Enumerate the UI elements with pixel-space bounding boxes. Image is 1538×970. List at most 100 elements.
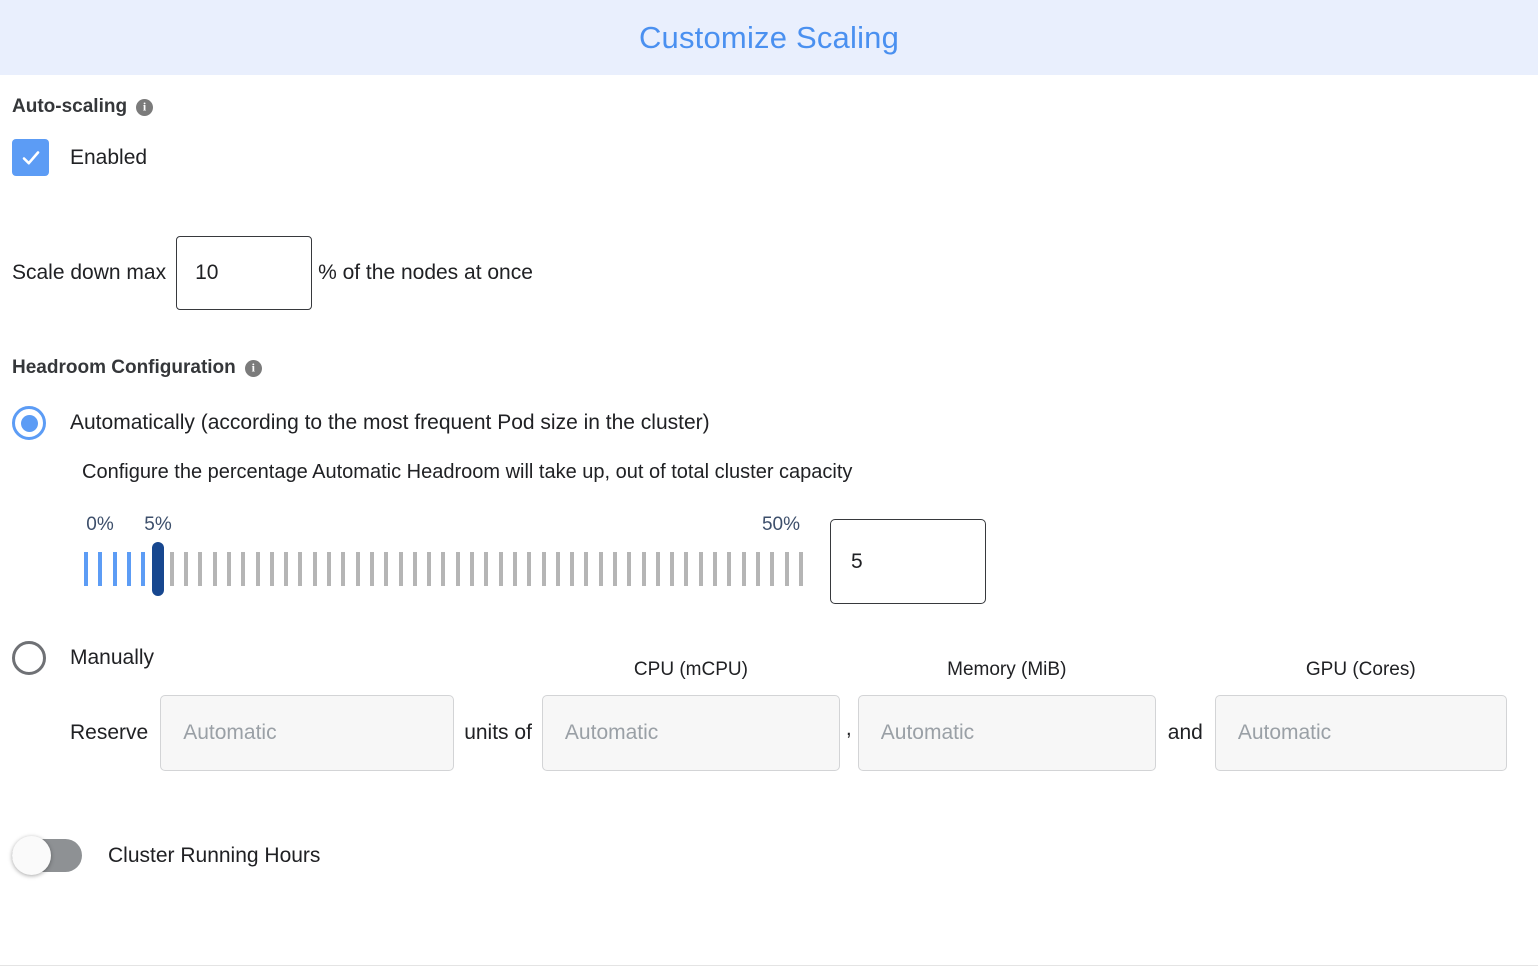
slider-max-label: 50%: [761, 514, 801, 535]
slider-tick: [84, 552, 88, 586]
radio-automatic-description: Configure the percentage Automatic Headr…: [82, 461, 853, 483]
info-icon[interactable]: i: [244, 359, 262, 377]
slider-tick: [341, 552, 346, 586]
info-icon[interactable]: i: [136, 98, 154, 116]
radio-selected-icon[interactable]: [12, 406, 46, 440]
reserve-cpu-group: CPU (mCPU): [541, 659, 840, 771]
slider-tick: [584, 552, 589, 586]
auto-scaling-heading: Auto-scaling i: [12, 96, 1526, 118]
memory-field-caption: Memory (MiB): [947, 659, 1067, 680]
reserve-cpu-input[interactable]: [541, 695, 840, 771]
info-icon-glyph: i: [251, 360, 255, 375]
slider-tick: [713, 552, 718, 586]
scale-down-prefix-label: Scale down max: [12, 261, 167, 284]
slider-tick: [641, 552, 646, 586]
auto-scaling-section: Auto-scaling i Enabled Scale down max % …: [12, 75, 1526, 310]
slider-tick: [312, 552, 317, 586]
slider-tick: [527, 552, 532, 586]
scale-down-suffix-label: % of the nodes at once: [318, 261, 533, 284]
slider-tick: [627, 552, 632, 586]
slider-min-label: 0%: [86, 514, 114, 535]
cluster-running-hours-label: Cluster Running Hours: [108, 843, 321, 867]
slider-tick: [698, 552, 703, 586]
reserve-units-input[interactable]: [160, 695, 455, 771]
radio-manually-label: Manually: [70, 646, 155, 669]
slider-tick: [770, 552, 775, 586]
cluster-running-hours-row[interactable]: Cluster Running Hours: [12, 836, 1526, 875]
slider-tick: [427, 552, 432, 586]
slider-tick: [284, 552, 289, 586]
slider-tick: [412, 552, 417, 586]
reserve-row: Reserve units of CPU (mCPU) , Memory (Mi…: [12, 659, 1526, 771]
slider-tick: [298, 552, 303, 586]
enabled-label: Enabled: [70, 145, 148, 169]
cpu-field-caption: CPU (mCPU): [633, 659, 748, 680]
slider-tick: [784, 552, 789, 586]
slider-tick: [255, 552, 260, 586]
headroom-section: Headroom Configuration i Automatically (…: [12, 357, 1526, 771]
reserve-memory-input[interactable]: [857, 695, 1156, 771]
auto-scaling-label: Auto-scaling: [12, 96, 128, 117]
slider-tick: [655, 552, 660, 586]
reserve-units-group: [160, 695, 455, 771]
comma-separator-label: ,: [845, 717, 852, 740]
slider-tick: [741, 552, 746, 586]
page-title: Customize Scaling: [638, 19, 900, 55]
reserve-memory-group: Memory (MiB): [857, 659, 1156, 771]
headroom-label: Headroom Configuration: [12, 357, 236, 378]
slider-tick: [570, 552, 575, 586]
slider-tick: [355, 552, 360, 586]
scale-down-max-row: Scale down max % of the nodes at once: [12, 236, 1526, 310]
slider-tick: [541, 552, 546, 586]
cluster-running-hours-toggle[interactable]: [12, 836, 82, 875]
checkbox-icon[interactable]: [12, 139, 49, 176]
settings-body: Auto-scaling i Enabled Scale down max % …: [0, 75, 1538, 875]
gpu-field-caption: GPU (Cores): [1305, 659, 1416, 680]
scale-down-max-input[interactable]: [176, 236, 313, 310]
slider-tick: [327, 552, 332, 586]
and-label: and: [1167, 721, 1203, 744]
headroom-percentage-slider[interactable]: 0% 5% 50%: [78, 514, 1526, 614]
toggle-knob: [12, 836, 51, 875]
slider-tick: [126, 552, 131, 586]
slider-tick: [798, 552, 803, 586]
slider-tick: [684, 552, 689, 586]
reserve-gpu-input[interactable]: [1214, 695, 1507, 771]
slider-tick: [455, 552, 460, 586]
slider-tick: [98, 552, 103, 586]
slider-tick: [598, 552, 603, 586]
slider-tick: [384, 552, 389, 586]
slider-thumb[interactable]: [151, 542, 164, 596]
slider-tick: [269, 552, 274, 586]
slider-tick: [198, 552, 203, 586]
reserve-prefix-label: Reserve: [70, 721, 149, 744]
slider-value-label: 5%: [144, 514, 172, 535]
auto-scaling-enabled-row[interactable]: Enabled: [12, 139, 1526, 176]
slider-tick: [441, 552, 446, 586]
info-icon-glyph: i: [142, 99, 147, 114]
slider-tick: [169, 552, 174, 586]
slider-track[interactable]: [84, 552, 813, 586]
dialog-header: Customize Scaling: [0, 0, 1538, 75]
slider-tick: [212, 552, 217, 586]
slider-tick: [470, 552, 475, 586]
headroom-heading: Headroom Configuration i: [12, 357, 1526, 379]
radio-option-automatic[interactable]: Automatically (according to the most fre…: [12, 406, 1526, 440]
slider-tick: [612, 552, 617, 586]
units-of-label: units of: [464, 721, 532, 744]
slider-tick: [484, 552, 489, 586]
slider-tick: [555, 552, 560, 586]
slider-tick: [112, 552, 117, 586]
reserve-gpu-group: GPU (Cores): [1214, 659, 1507, 771]
manual-headroom-block: Manually Reserve units of CPU (mCPU) , M…: [12, 641, 1526, 771]
radio-unselected-icon[interactable]: [12, 641, 46, 675]
slider-tick: [184, 552, 189, 586]
slider-tick: [727, 552, 732, 586]
slider-tick: [241, 552, 246, 586]
slider-tick: [141, 552, 146, 586]
radio-option-manually[interactable]: Manually: [12, 641, 1526, 675]
headroom-percentage-input[interactable]: [830, 519, 986, 604]
slider-tick: [498, 552, 503, 586]
slider-tick: [755, 552, 760, 586]
slider-tick: [512, 552, 517, 586]
